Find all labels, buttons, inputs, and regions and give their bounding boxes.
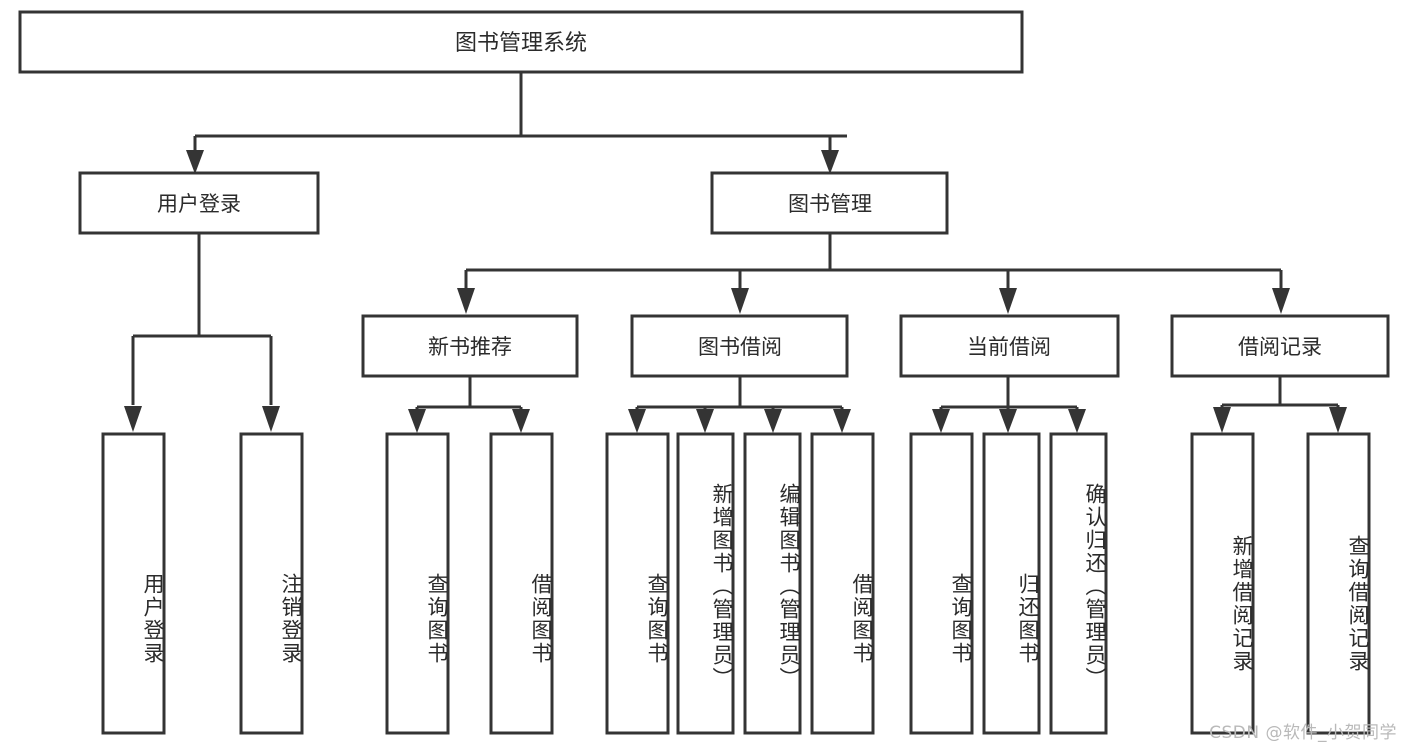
node-book-borrow[interactable] <box>630 314 849 378</box>
leaf-box-book-borrow-2[interactable] <box>743 432 802 735</box>
connector-borrowrecord-to-leaves <box>1213 376 1347 433</box>
connector-root-to-level1 <box>186 73 847 174</box>
leaf-box-borrow-record-0[interactable] <box>1190 432 1255 735</box>
node-new-book-recommend-label: 新书推荐 <box>428 335 512 359</box>
node-user-login[interactable] <box>78 171 320 235</box>
leaf-box-new-book-0[interactable] <box>385 432 450 735</box>
leaf-box-book-borrow-0[interactable] <box>605 432 670 735</box>
node-book-management-label: 图书管理 <box>788 192 872 216</box>
leaf-box-new-book-1[interactable] <box>489 432 554 735</box>
node-current-borrow[interactable] <box>899 314 1120 378</box>
leaf-box-book-borrow-3[interactable] <box>810 432 875 735</box>
connector-bookmgmt-to-level2 <box>457 233 1290 314</box>
leaf-box-user-login-0[interactable] <box>101 432 166 735</box>
node-borrow-record[interactable] <box>1170 314 1390 378</box>
leaf-box-current-borrow-1[interactable] <box>982 432 1041 735</box>
node-current-borrow-label: 当前借阅 <box>967 335 1051 359</box>
node-book-management[interactable] <box>710 171 949 235</box>
leaf-box-book-borrow-1[interactable] <box>676 432 735 735</box>
connector-newbook-to-leaves <box>408 376 530 433</box>
connector-currentborrow-to-leaves <box>932 376 1086 433</box>
watermark-text: CSDN @软件_小贺同学 <box>1209 723 1397 743</box>
node-root[interactable] <box>18 10 1024 74</box>
node-root-label: 图书管理系统 <box>455 31 587 56</box>
leaf-box-user-login-1[interactable] <box>239 432 304 735</box>
node-user-login-label: 用户登录 <box>157 192 241 216</box>
connector-bookborrow-to-leaves <box>628 376 851 433</box>
node-new-book-recommend[interactable] <box>361 314 579 378</box>
node-book-borrow-label: 图书借阅 <box>698 335 782 359</box>
leaf-box-current-borrow-2[interactable] <box>1049 432 1108 735</box>
connector-userlogin-to-leaves <box>124 233 280 432</box>
leaf-box-borrow-record-1[interactable] <box>1306 432 1371 735</box>
leaf-box-current-borrow-0[interactable] <box>909 432 974 735</box>
node-borrow-record-label: 借阅记录 <box>1238 335 1322 359</box>
